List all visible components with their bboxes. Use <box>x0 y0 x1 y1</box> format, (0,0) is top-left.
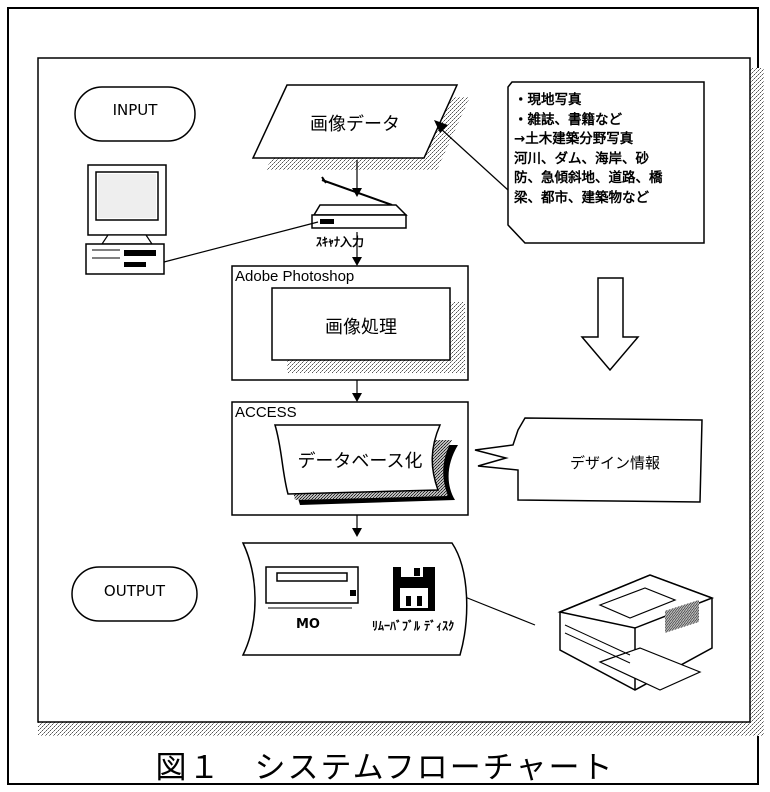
figure-caption: 図１ システムフローチャート <box>155 750 615 786</box>
note-box <box>507 81 705 244</box>
note-text: ・現地写真 ・雑誌、書籍など →土木建築分野写真 河川、ダム、海岸、砂 防、急傾… <box>514 91 663 208</box>
image-processing-label: 画像処理 <box>325 317 397 338</box>
input-pill <box>74 86 196 142</box>
computer-illustration <box>85 164 167 275</box>
photoshop-title: Adobe Photoshop <box>235 268 355 285</box>
access-title: ACCESS <box>235 404 297 421</box>
mo-label: MO <box>296 617 320 632</box>
mo-drive-illustration <box>265 566 359 609</box>
input-label: INPUT <box>112 101 158 119</box>
note-line: ・現地写真 <box>514 92 582 108</box>
database-page-curl <box>273 424 458 505</box>
scanner-input-label: ｽｷｬﾅ入力 <box>316 235 365 249</box>
note-line: 河川、ダム、海岸、砂 <box>514 150 649 167</box>
output-label: OUTPUT <box>103 582 166 600</box>
scanner-illustration <box>311 176 408 229</box>
image-data-parallelogram <box>251 84 470 170</box>
down-arrow-hollow <box>580 277 640 372</box>
note-line: ・雑誌、書籍など <box>514 111 622 128</box>
note-line: →土木建築分野写真 <box>514 131 634 147</box>
design-info-box <box>474 417 703 503</box>
image-data-label: 画像データ <box>310 114 400 135</box>
note-line: 防、急傾斜地、道路、橋 <box>514 170 663 186</box>
arrow-heads <box>352 120 448 537</box>
database-label: データベース化 <box>297 451 423 472</box>
removable-disk-label: ﾘﾑｰﾊﾞﾌﾞﾙ ﾃﾞｨｽｸ <box>372 619 455 633</box>
output-pill <box>71 566 198 622</box>
floppy-disk-illustration <box>393 567 435 611</box>
image-processing-box <box>271 287 465 373</box>
note-line: 梁、都市、建築物など <box>514 189 649 206</box>
design-info-label: デザイン情報 <box>569 454 660 472</box>
printer-illustration <box>557 574 715 691</box>
